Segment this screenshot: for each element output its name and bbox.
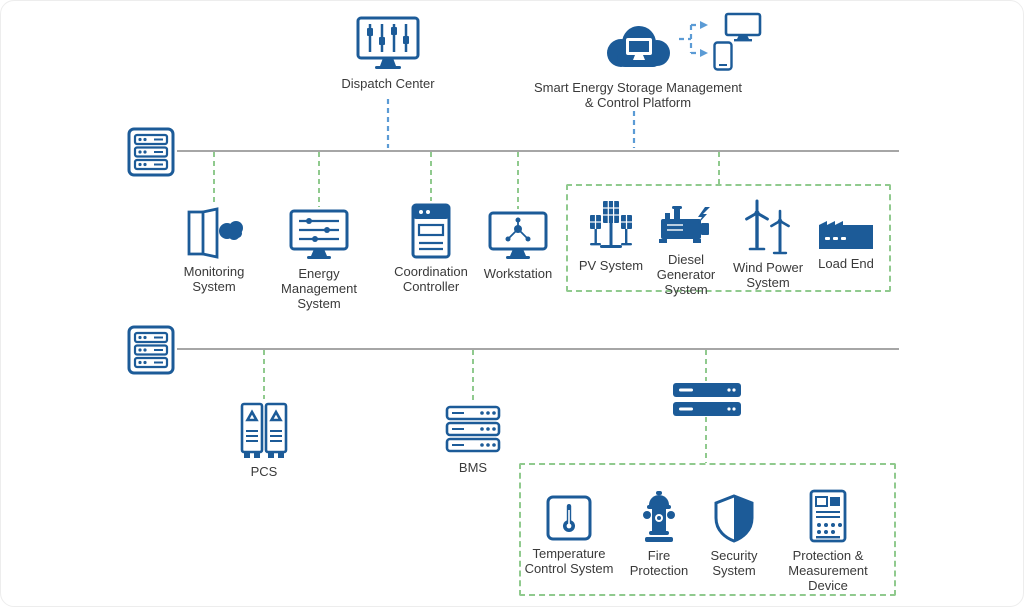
smart-platform-label-line1: Smart Energy Storage Management [533, 80, 743, 95]
monitoring-system-icon [183, 207, 245, 259]
node-coordination-controller: Coordination Controller [385, 203, 477, 295]
node-diesel-generator-system: Diesel Generator System [651, 205, 721, 298]
node-wind-power-system: Wind Power System [728, 199, 808, 291]
workstation-icon [486, 211, 550, 261]
monitoring-system-label: Monitoring System [183, 264, 245, 294]
bms-label: BMS [458, 460, 488, 475]
node-server-lower [126, 325, 176, 375]
node-bms: BMS [443, 405, 503, 476]
node-energy-management-system: Energy Management System [275, 209, 363, 312]
dispatch-center-icon [353, 15, 423, 71]
fire-hydrant-icon [642, 491, 676, 543]
renewables-group-box [566, 184, 891, 292]
smartphone-icon [713, 41, 733, 71]
wind-power-system-label: Wind Power System [732, 260, 804, 290]
protection-measurement-device-label: Protection & Measurement Device [788, 548, 868, 593]
energy-management-system-icon [287, 209, 351, 261]
temperature-control-icon [546, 495, 592, 541]
load-end-icon [817, 213, 875, 251]
server-rack-icon [126, 325, 176, 375]
node-remote-monitor [724, 12, 762, 42]
coordination-controller-icon [409, 203, 453, 259]
pv-system-icon [588, 199, 634, 253]
diesel-generator-icon [655, 205, 717, 247]
coordination-controller-label: Coordination Controller [394, 264, 468, 294]
protection-device-icon [808, 489, 848, 543]
node-fire-protection: Fire Protection [624, 491, 694, 579]
cloud-platform-icon [599, 21, 677, 75]
monitor-icon [724, 12, 762, 42]
node-pcs: PCS [234, 401, 294, 480]
node-protection-measurement-device: Protection & Measurement Device [778, 489, 878, 594]
server-rack-icon [126, 127, 176, 177]
node-dispatch-center: Dispatch Center [328, 15, 448, 92]
security-shield-icon [712, 493, 756, 543]
wind-power-icon [742, 199, 794, 255]
node-pv-system: PV System [571, 199, 651, 274]
pv-system-label: PV System [578, 258, 644, 273]
auxiliary-group-box [519, 463, 896, 596]
network-switch-icon [673, 383, 741, 417]
workstation-label: Workstation [483, 266, 553, 281]
node-network-switch [673, 383, 741, 417]
node-security-system: Security System [703, 493, 765, 579]
node-workstation: Workstation [463, 211, 573, 282]
temperature-control-system-label: Temperature Control System [524, 546, 614, 576]
load-end-label: Load End [818, 256, 874, 271]
node-server-upper [126, 127, 176, 177]
node-smartphone [713, 41, 733, 71]
pcs-icon [239, 401, 289, 459]
node-load-end: Load End [811, 213, 881, 272]
fire-protection-label: Fire Protection [629, 548, 689, 578]
diesel-generator-system-label: Diesel Generator System [656, 252, 716, 297]
node-smart-platform: Smart Energy Storage Management & Contro… [522, 21, 754, 111]
dispatch-center-label: Dispatch Center [341, 76, 435, 91]
node-monitoring-system: Monitoring System [175, 207, 253, 295]
smart-platform-label-line2: & Control Platform [584, 94, 692, 110]
node-temperature-control-system: Temperature Control System [521, 495, 617, 577]
bms-icon [444, 405, 502, 455]
energy-management-system-label: Energy Management System [281, 266, 357, 311]
pcs-label: PCS [250, 464, 278, 479]
security-system-label: Security System [710, 548, 758, 578]
